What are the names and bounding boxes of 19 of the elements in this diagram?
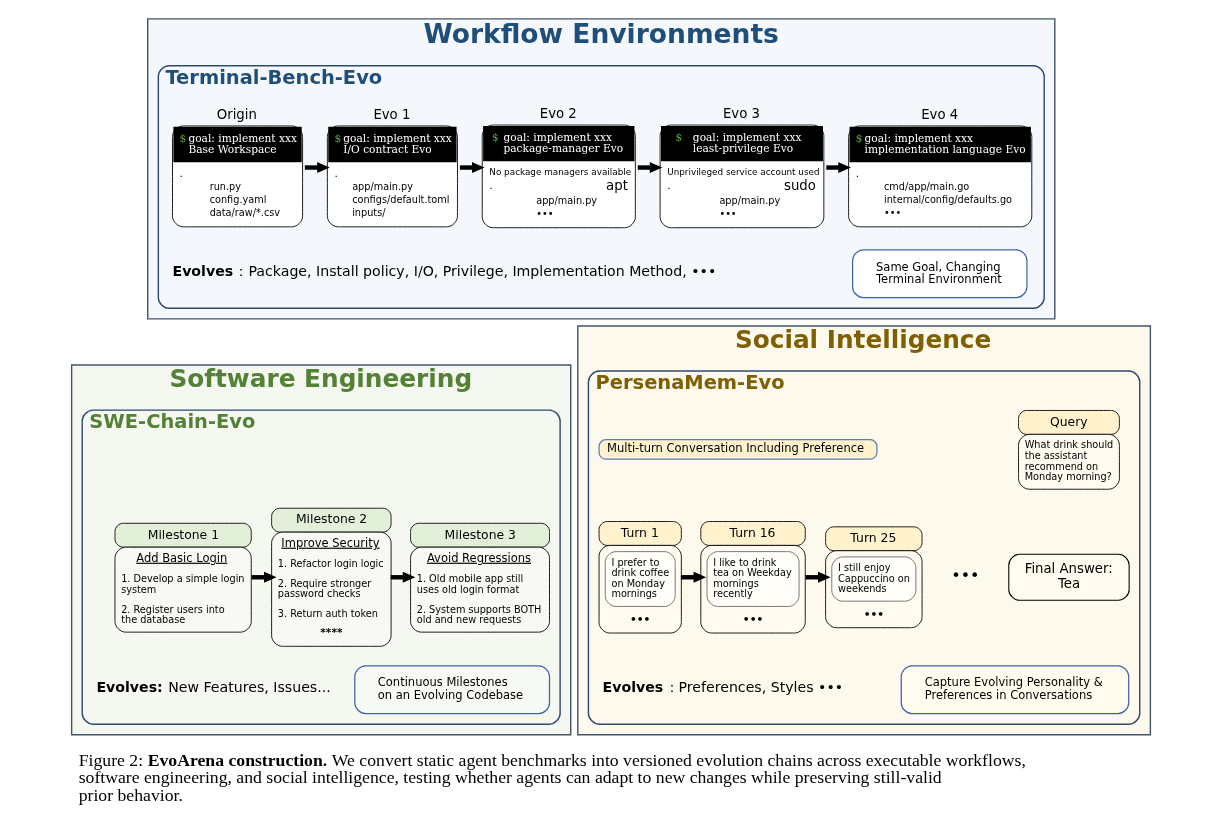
arrow xyxy=(826,162,851,174)
node-box: Continuous Milestones on an Evolving Codebase xyxy=(354,665,551,715)
label: Evolves：Package, Install policy, I/O, Privilege, Implementation Method, ••• xyxy=(172,263,717,280)
node-label: Evo 4 xyxy=(921,106,959,122)
node-box: Multi-turn Conversation Including Preference xyxy=(598,439,878,460)
arrow xyxy=(304,162,330,174)
node-box: Capture Evolving Personality & Preferences in Conversations xyxy=(900,665,1130,715)
node-label: Origin xyxy=(216,106,257,122)
label: ••• xyxy=(951,566,980,586)
caption: Figure 2: EvoArena construction. We convert static agent benchmarks into versioned evolution chains across executable workflows, software engineering, and social intelligence, testing whether agents can adapt to new changes while preserving still-valid prior behavior. xyxy=(78,749,1026,806)
node-box: Final Answer: Tea xyxy=(1008,553,1130,601)
label: Evolves: New Features, Issues... xyxy=(96,679,331,696)
arrow xyxy=(459,162,485,174)
node-box: Same Goal, Changing Terminal Environment xyxy=(851,249,1028,299)
arrow xyxy=(637,162,663,174)
node-label: Evo 1 xyxy=(373,106,411,122)
node-label: Evo 3 xyxy=(722,105,760,121)
node-label: Evo 2 xyxy=(539,105,577,121)
label: Evolves：Preferences, Styles ••• xyxy=(602,679,844,696)
